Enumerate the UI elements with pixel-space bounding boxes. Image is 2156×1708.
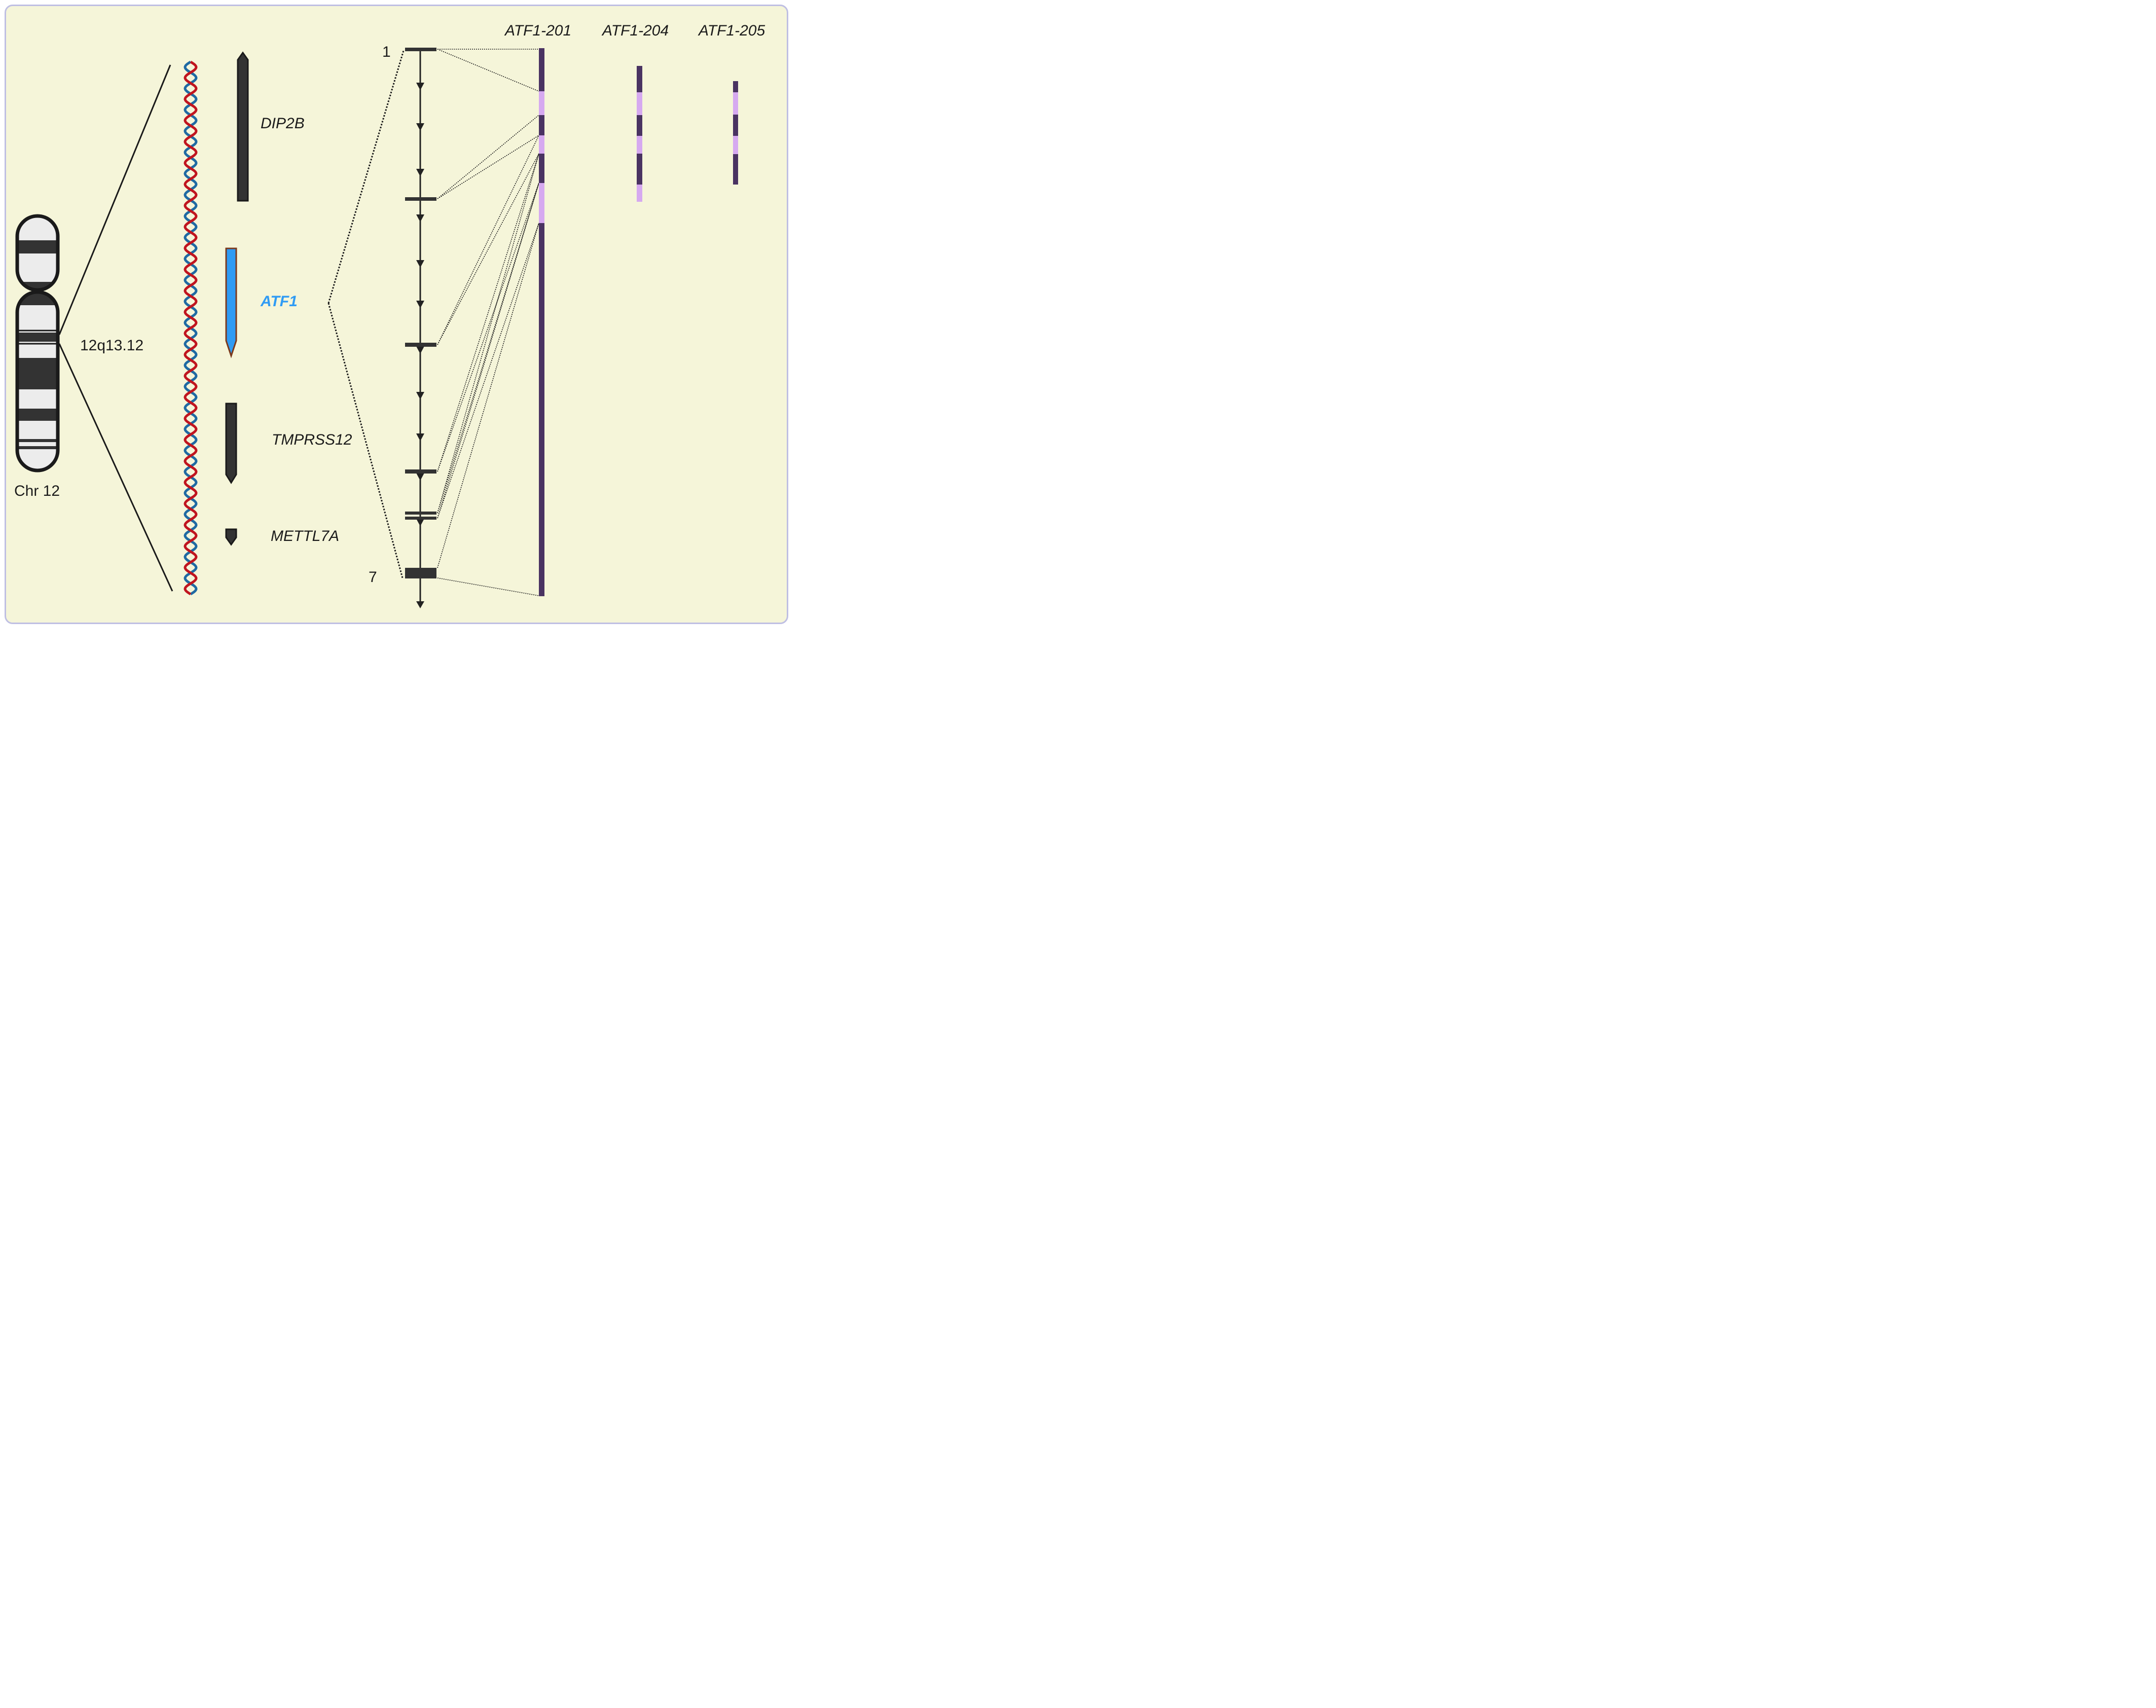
exon-mapping-line [437, 577, 539, 596]
exon-mapping-line [437, 135, 539, 345]
intron-arrow [416, 123, 424, 131]
exon-label-first: 1 [382, 44, 391, 60]
exon-label-last: 7 [369, 569, 377, 586]
transcript-label-201: ATF1-201 [504, 22, 571, 39]
transcript-atf1-204 [637, 66, 642, 202]
figure: Chr 12 12q13.12 DIP2B ATF1 TMPRSS12 METT… [0, 0, 795, 630]
intron-arrow [416, 346, 424, 354]
chromosome-label: Chr 12 [14, 483, 60, 499]
zoom-line-bottom [58, 343, 173, 592]
intron-arrow [416, 214, 424, 222]
exon-mapping-line [437, 223, 539, 568]
exon-5 [405, 512, 436, 515]
gene-atf1-glyph [225, 247, 237, 358]
gene-label-atf1: ATF1 [260, 293, 298, 310]
gene-tmprss12-glyph [225, 403, 237, 484]
intron-arrow [416, 260, 424, 268]
intron-arrow [416, 433, 424, 441]
intron-arrow [416, 519, 424, 526]
intron-arrow [416, 301, 424, 308]
intron-arrow [416, 473, 424, 481]
intron-arrow [416, 169, 424, 176]
chromosome-ideogram [15, 214, 60, 473]
backbone-end-arrow [416, 601, 424, 608]
exon-mapping-line [437, 183, 539, 514]
exon-6 [405, 517, 436, 520]
band-label: 12q13.12 [80, 337, 143, 354]
exon-mapping-line [437, 115, 539, 199]
exon-2 [405, 197, 436, 201]
exon-1 [405, 48, 436, 51]
gene-label-dip2b: DIP2B [261, 115, 305, 132]
gene-mettl7a-glyph [225, 528, 237, 546]
zoom-line-top [58, 64, 171, 335]
exon-mapping-line [437, 183, 539, 472]
exon-structure [405, 48, 436, 608]
exon-mapping-line [437, 49, 539, 92]
exon-mapping-line [437, 183, 539, 519]
exon-3 [405, 343, 436, 347]
dna-helix [184, 60, 198, 596]
intron-arrow [416, 83, 424, 90]
transcript-label-205: ATF1-205 [698, 22, 765, 39]
transcript-label-204: ATF1-204 [601, 22, 669, 39]
exon-mapping-line [437, 223, 539, 519]
gene-label-mettl7a: METTL7A [271, 528, 339, 544]
intron-arrows [416, 83, 424, 526]
exon-mapping-line [437, 135, 539, 199]
exon-mapping-line [437, 153, 539, 345]
transcript-atf1-205 [733, 81, 738, 185]
exon-7 [405, 568, 436, 578]
gene-label-tmprss12: TMPRSS12 [272, 431, 352, 448]
intron-arrow [416, 392, 424, 399]
dna-strand-red [184, 60, 198, 596]
exon-4 [405, 469, 436, 474]
diagram-canvas: Chr 12 12q13.12 DIP2B ATF1 TMPRSS12 METT… [14, 22, 765, 608]
exon-mapping-lines [437, 49, 539, 596]
transcript-atf1-201 [539, 48, 544, 596]
exon-mapping-line [437, 153, 539, 514]
atf1-zoom-line-top [327, 50, 405, 304]
gene-dip2b-glyph [237, 51, 249, 202]
exon-mapping-line [437, 153, 539, 472]
figure-panel [5, 5, 788, 624]
